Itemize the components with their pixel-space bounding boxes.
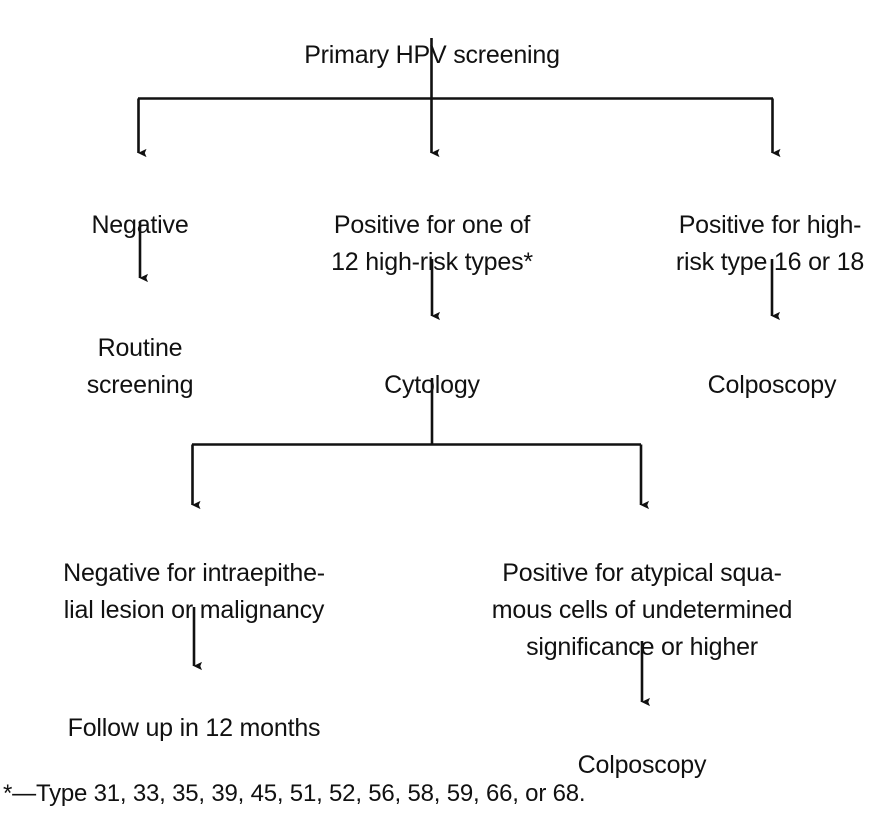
node-label: Positive for high- risk type 16 or 18	[675, 211, 865, 276]
node-primary-hpv-screening: Primary HPV screening	[232, 0, 632, 74]
node-label: Colposcopy	[577, 751, 707, 779]
node-positive-high-risk-type-16-or-18: Positive for high- risk type 16 or 18	[651, 170, 889, 281]
node-label: Positive for one of 12 high-risk types*	[331, 211, 533, 276]
node-follow-up-12-months: Follow up in 12 months	[12, 673, 376, 747]
footnote-high-risk-types: *—Type 31, 33, 35, 39, 45, 51, 52, 56, 5…	[3, 779, 883, 809]
node-colposcopy-bottom: Colposcopy	[522, 710, 762, 784]
node-negative: Negative	[18, 170, 262, 244]
node-positive-12-high-risk-types: Positive for one of 12 high-risk types*	[282, 170, 582, 281]
node-label: Follow up in 12 months	[67, 714, 321, 742]
node-cytology: Cytology	[312, 330, 552, 404]
node-colposcopy-right: Colposcopy	[652, 330, 889, 404]
node-label: Negative for intraepithe- lial lesion or…	[63, 559, 325, 624]
node-label: Negative	[91, 211, 189, 239]
node-routine-screening: Routine screening	[18, 293, 262, 404]
footnote-text: *—Type 31, 33, 35, 39, 45, 51, 52, 56, 5…	[3, 780, 586, 807]
node-label: Cytology	[384, 371, 480, 399]
node-label: Colposcopy	[707, 371, 837, 399]
node-positive-for-ascus-or-higher: Positive for atypical squa- mous cells o…	[452, 518, 832, 666]
node-negative-for-intraepithelial-lesion: Negative for intraepithe- lial lesion or…	[12, 518, 376, 629]
node-label: Primary HPV screening	[304, 41, 560, 69]
node-label: Routine screening	[86, 334, 194, 399]
node-label: Positive for atypical squa- mous cells o…	[491, 559, 793, 661]
